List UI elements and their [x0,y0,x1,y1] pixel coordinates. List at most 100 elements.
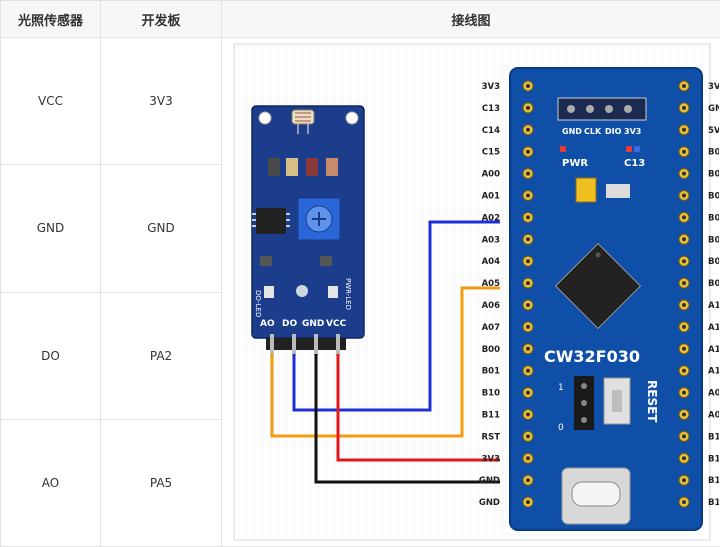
header-label-3v3: 3V3 [624,127,641,136]
sensor-pin: AO [1,419,101,546]
pin-hole-right-17 [682,456,686,460]
pin-hole-left-3 [526,150,530,154]
pin-label-left-15: B11 [482,411,500,421]
pin-label-right-11: A12 [708,323,719,333]
pin-hole-left-16 [526,434,530,438]
board-pin: 3V3 [101,38,222,165]
pin-label-left-3: C15 [482,148,500,158]
pin-hole-right-6 [682,215,686,219]
pin-hole-right-1 [682,106,686,110]
pin-label-right-2: 5V [708,126,719,136]
pin-label-left-18: GND [479,476,500,486]
pin-hole-left-9 [526,281,530,285]
pin-label-left-12: B00 [482,345,500,355]
pin-hole-right-18 [682,478,686,482]
pin-label-right-1: GND [708,104,719,114]
pin-label-left-4: A00 [482,170,500,180]
pin-hole-left-10 [526,303,530,307]
pin-hole-right-0 [682,84,686,88]
header-sensor: 光照传感器 [1,1,101,38]
pin-hole-left-13 [526,369,530,373]
reset-label: RESET [645,380,659,423]
pin-label-left-10: A06 [482,301,500,311]
pin-label-left-9: A05 [482,279,500,289]
cw32-board: GND CLK DIO 3V3 PWR C13 [510,68,702,530]
pin-hole-right-10 [682,303,686,307]
pin-label-left-8: A04 [482,257,500,267]
pin-hole-right-14 [682,391,686,395]
header-row: 光照传感器 开发板 接线图 [1,1,720,38]
header-label-gnd: GND [562,127,582,136]
pin-label-right-0: 3V3 [708,82,719,92]
pin-label-left-17: 3V3 [482,454,500,464]
pin-label-right-7: B05 [708,235,719,245]
pin-hole-right-2 [682,128,686,132]
pin-hole-left-18 [526,478,530,482]
pin-hole-left-8 [526,259,530,263]
pin-hole-left-6 [526,215,530,219]
sensor-pin-ao: AO [260,319,275,329]
pwr-led-text: PWR [562,158,588,169]
pin-label-right-13: A10 [708,367,719,377]
pin-hole-left-7 [526,237,530,241]
table-row: VCC 3V3 [1,38,720,165]
pin-label-right-15: A08 [708,411,719,421]
pin-label-right-19: B12 [708,498,719,508]
pin-hole-left-0 [526,84,530,88]
light-sensor-module: DO-LED PWR-LED AO DO GND VCC [252,106,364,356]
c13-led-text: C13 [624,158,645,169]
pin-hole-right-5 [682,194,686,198]
pin-label-left-6: A02 [482,213,500,223]
pin-label-right-12: A11 [708,345,719,355]
pin-hole-right-12 [682,347,686,351]
pin-hole-right-16 [682,434,686,438]
pin-label-left-11: A07 [482,323,500,333]
wiring-diagram-cell: DO-LED PWR-LED AO DO GND VCC [222,38,720,547]
pin-label-left-13: B01 [482,367,500,377]
pin-hole-left-19 [526,500,530,504]
pin-hole-left-5 [526,194,530,198]
pwr-led-label: PWR-LED [344,278,352,310]
pin-label-right-14: A09 [708,389,719,399]
board-pin: PA2 [101,292,222,419]
pin-label-right-18: B13 [708,476,719,486]
pin-label-left-0: 3V3 [482,82,500,92]
pin-label-right-5: B07 [708,192,719,202]
sensor-pin: DO [1,292,101,419]
pin-hole-left-15 [526,413,530,417]
pin-hole-left-11 [526,325,530,329]
pin-hole-right-11 [682,325,686,329]
pin-label-right-16: B15 [708,432,719,442]
do-led-label: DO-LED [254,290,262,317]
board-name: CW32F030 [544,347,640,366]
wiring-diagram: DO-LED PWR-LED AO DO GND VCC [222,38,719,546]
pin-label-right-17: B14 [708,454,719,464]
pin-label-right-3: B09 [708,148,719,158]
pin-hole-right-8 [682,259,686,263]
header-board: 开发板 [101,1,222,38]
pin-hole-right-4 [682,172,686,176]
sensor-pin-vcc: VCC [326,319,347,329]
pin-label-left-19: GND [479,498,500,508]
jumper-label-1: 1 [558,383,564,393]
board-pin: GND [101,165,222,292]
pin-label-right-9: B03 [708,279,719,289]
board-pin: PA5 [101,419,222,546]
pin-hole-left-1 [526,106,530,110]
pin-label-left-1: C13 [482,104,500,114]
sensor-pin-gnd: GND [302,319,324,329]
pin-hole-left-17 [526,456,530,460]
pin-hole-right-7 [682,237,686,241]
pin-hole-right-15 [682,413,686,417]
pin-label-right-10: A15 [708,301,719,311]
pin-hole-right-9 [682,281,686,285]
pin-label-left-2: C14 [482,126,500,136]
sensor-pin-do: DO [282,319,297,329]
pin-label-left-5: A01 [482,192,500,202]
jumper-label-0: 0 [558,423,564,433]
header-label-dio: DIO [605,127,622,136]
pin-hole-left-4 [526,172,530,176]
pin-hole-right-13 [682,369,686,373]
header-diagram: 接线图 [222,1,720,38]
